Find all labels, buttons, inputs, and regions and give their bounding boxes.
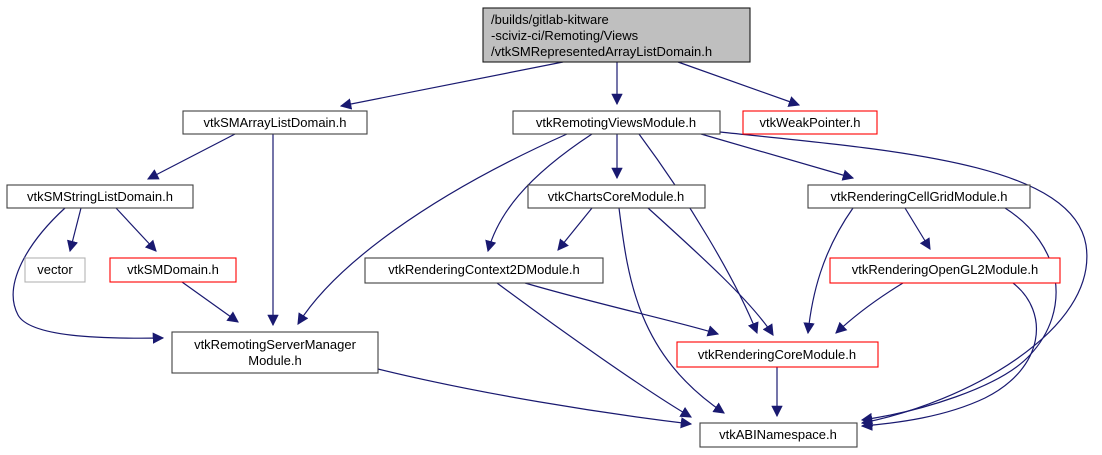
node-vector: vector [24, 257, 86, 283]
node-vtkABINamespace-label: vtkABINamespace.h [719, 427, 837, 442]
node-vtkSMStringListDomain-box[interactable] [6, 184, 194, 209]
edge-stringlist-smdomain [115, 207, 157, 252]
edge-context2d-abi [496, 282, 692, 418]
node-vtkRenderingContext2DModule-label: vtkRenderingContext2DModule.h [388, 262, 580, 277]
node-vtkSMDomain-label: vtkSMDomain.h [127, 262, 219, 277]
node-vtkRenderingCoreModule[interactable]: vtkRenderingCoreModule.h [676, 341, 879, 368]
node-vtkRenderingContext2DModule[interactable]: vtkRenderingContext2DModule.h [364, 257, 604, 284]
edge-cellgrid-renderingcore [803, 207, 854, 335]
edge-opengl2-renderingcore [835, 282, 904, 334]
node-vtkRenderingOpenGL2Module[interactable]: vtkRenderingOpenGL2Module.h [829, 257, 1061, 284]
node-vtkABINamespace-box[interactable] [699, 422, 858, 448]
node-vtkRenderingCoreModule-box[interactable] [676, 341, 879, 368]
edge-chartscore-context2d [557, 207, 593, 251]
node-vtkWeakPointer-box[interactable] [742, 110, 878, 135]
node-vtkSMDomain[interactable]: vtkSMDomain.h [109, 257, 237, 283]
node-vtkRemotingServerManagerModule[interactable]: vtkRemotingServerManager Module.h [171, 331, 379, 374]
node-root-box [482, 7, 751, 63]
edge-arraylist-stringlist [146, 132, 238, 180]
edge-views-cellgrid [700, 133, 855, 181]
edge-root-weakptr [677, 61, 801, 107]
node-vtkRemotingServerManagerModule-label-line2: Module.h [248, 353, 301, 368]
node-vtkABINamespace[interactable]: vtkABINamespace.h [699, 422, 858, 448]
edge-cellgrid-opengl2 [904, 207, 931, 250]
edge-views-renderingcore [638, 133, 759, 335]
edge-views-servermanager [297, 133, 568, 325]
node-vtkRenderingCellGridModule[interactable]: vtkRenderingCellGridModule.h [807, 184, 1031, 209]
node-vtkRenderingOpenGL2Module-box[interactable] [829, 257, 1061, 284]
edge-context2d-renderingcore [524, 282, 720, 337]
edge-stringlist-servermanager [12, 207, 165, 344]
node-root-label-line1: /builds/gitlab-kitware [491, 12, 609, 27]
node-root: /builds/gitlab-kitware -sciviz-ci/Remoti… [482, 7, 751, 63]
edge-layer [12, 61, 1088, 431]
node-vtkWeakPointer-label: vtkWeakPointer.h [760, 115, 861, 130]
node-vtkSMStringListDomain-label: vtkSMStringListDomain.h [27, 189, 173, 204]
node-root-label-line3: /vtkSMRepresentedArrayListDomain.h [491, 44, 712, 59]
edge-smdomain-servermanager [181, 281, 239, 323]
node-vtkSMArrayListDomain[interactable]: vtkSMArrayListDomain.h [182, 110, 368, 135]
node-vtkWeakPointer[interactable]: vtkWeakPointer.h [742, 110, 878, 135]
node-vtkRemotingViewsModule-box[interactable] [512, 110, 721, 135]
node-vtkRenderingCellGridModule-box[interactable] [807, 184, 1031, 209]
edge-views-context2d [485, 133, 593, 253]
edge-chartscore-abi [618, 207, 725, 414]
edge-views-abi [719, 131, 1088, 427]
node-vtkRenderingOpenGL2Module-label: vtkRenderingOpenGL2Module.h [852, 262, 1038, 277]
node-vector-box [24, 257, 86, 283]
edge-stringlist-vector [67, 207, 82, 253]
edge-cellgrid-abi [860, 207, 1057, 425]
node-vector-label: vector [37, 262, 73, 277]
node-vtkRemotingServerManagerModule-label-line1: vtkRemotingServerManager [194, 337, 357, 352]
node-vtkRenderingCellGridModule-label: vtkRenderingCellGridModule.h [830, 189, 1007, 204]
node-vtkSMArrayListDomain-box[interactable] [182, 110, 368, 135]
edge-root-arraylist [339, 61, 564, 110]
node-vtkRenderingCoreModule-label: vtkRenderingCoreModule.h [698, 347, 856, 362]
edge-servermanager-abi [377, 368, 693, 429]
node-root-label-line2: -sciviz-ci/Remoting/Views [491, 28, 639, 43]
edge-chartscore-renderingcore [647, 207, 774, 336]
node-vtkChartsCoreModule-box[interactable] [527, 184, 706, 209]
edge-opengl2-abi [860, 282, 1038, 431]
node-vtkRenderingContext2DModule-box[interactable] [364, 257, 604, 284]
node-vtkRemotingViewsModule[interactable]: vtkRemotingViewsModule.h [512, 110, 721, 135]
node-vtkChartsCoreModule[interactable]: vtkChartsCoreModule.h [527, 184, 706, 209]
node-vtkSMStringListDomain[interactable]: vtkSMStringListDomain.h [6, 184, 194, 209]
node-vtkRemotingServerManagerModule-box[interactable] [171, 331, 379, 374]
node-layer: /builds/gitlab-kitware -sciviz-ci/Remoti… [6, 7, 1061, 448]
node-vtkRemotingViewsModule-label: vtkRemotingViewsModule.h [536, 115, 696, 130]
node-vtkSMArrayListDomain-label: vtkSMArrayListDomain.h [203, 115, 346, 130]
node-vtkSMDomain-box[interactable] [109, 257, 237, 283]
node-vtkChartsCoreModule-label: vtkChartsCoreModule.h [548, 189, 685, 204]
